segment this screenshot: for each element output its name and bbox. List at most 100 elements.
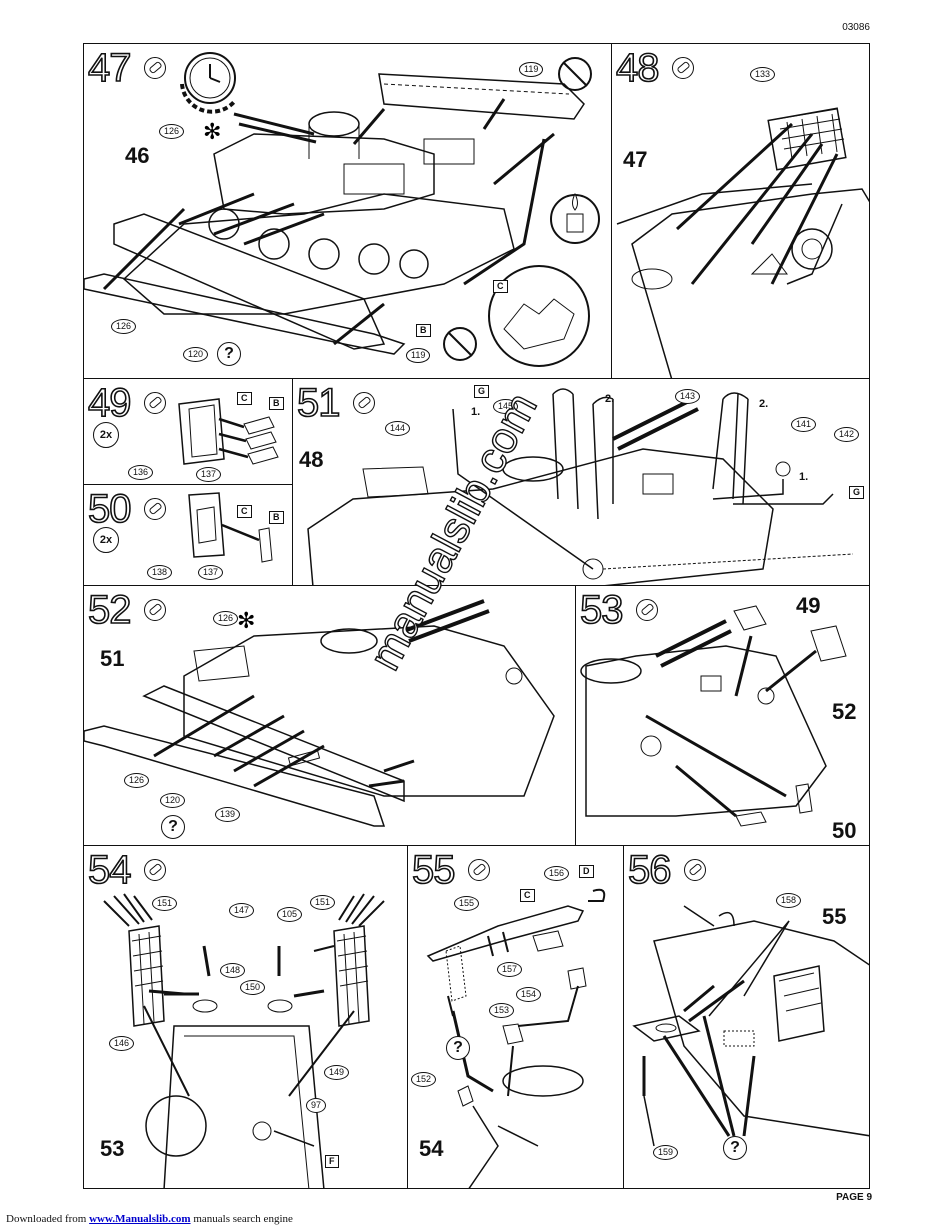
paint-code-tag: C bbox=[520, 889, 535, 902]
reference-number: 53 bbox=[100, 1136, 125, 1161]
part-number: 146 bbox=[109, 1036, 135, 1051]
footer-link[interactable]: www.Manualslib.com bbox=[89, 1213, 191, 1225]
step-number: 50 bbox=[87, 487, 132, 531]
step-49-panel: 49 2x C B 136 137 bbox=[83, 378, 293, 485]
sequence-number: 2. bbox=[605, 393, 615, 405]
step-53-illustration bbox=[580, 605, 847, 827]
step-48-panel: 48 47 133 bbox=[611, 43, 870, 379]
step-51-illustration bbox=[307, 388, 854, 585]
question-icon: ? bbox=[723, 1136, 747, 1160]
footer-prefix: Downloaded from bbox=[6, 1213, 90, 1225]
part-number: 158 bbox=[776, 893, 802, 908]
step-53-panel: 53 49 52 50 bbox=[575, 585, 870, 846]
paint-code-tag: C bbox=[493, 280, 508, 293]
no-glue-icon bbox=[443, 327, 477, 361]
reference-number: 51 bbox=[100, 646, 125, 671]
asterisk-icon: ✻ bbox=[203, 120, 221, 145]
part-number: 137 bbox=[198, 565, 224, 580]
quantity-badge: 2x bbox=[93, 422, 119, 448]
step-number: 54 bbox=[87, 848, 132, 892]
step-number: 48 bbox=[615, 46, 660, 90]
part-number: 97 bbox=[306, 1098, 327, 1113]
part-number: 120 bbox=[160, 793, 186, 808]
step-55-panel: 55 54 156 D C 155 157 154 153 152 ? bbox=[407, 845, 624, 1189]
paint-code-tag: G bbox=[849, 486, 865, 499]
step-50-illustration bbox=[188, 492, 273, 563]
step-56-illustration bbox=[632, 905, 869, 1147]
step-number: 52 bbox=[87, 588, 132, 632]
paint-code-tag: C bbox=[237, 392, 252, 405]
part-number: 156 bbox=[544, 866, 570, 881]
step-54-illustration bbox=[103, 893, 385, 1188]
part-number: 142 bbox=[834, 427, 860, 442]
part-number: 138 bbox=[147, 565, 173, 580]
step-52-illustration: ✻ bbox=[84, 599, 555, 827]
glue-icon bbox=[144, 859, 166, 881]
part-number: 126 bbox=[159, 124, 185, 139]
step-number: 53 bbox=[579, 588, 624, 632]
sequence-number: 1. bbox=[799, 471, 809, 483]
part-number: 159 bbox=[653, 1145, 679, 1160]
page-number: PAGE 9 bbox=[836, 1192, 872, 1203]
part-number: 126 bbox=[213, 611, 239, 626]
part-number: 105 bbox=[277, 907, 303, 922]
footer: Downloaded from www.Manualslib.com manua… bbox=[6, 1213, 293, 1225]
reference-number: 54 bbox=[419, 1136, 444, 1161]
part-number: 145 bbox=[493, 399, 519, 414]
question-icon: ? bbox=[217, 342, 241, 366]
question-icon: ? bbox=[446, 1036, 470, 1060]
asterisk-icon: ✻ bbox=[237, 609, 255, 634]
part-number: 154 bbox=[516, 987, 542, 1002]
quantity-badge: 2x bbox=[93, 527, 119, 553]
step-number: 56 bbox=[627, 848, 672, 892]
paint-code-tag: B bbox=[416, 324, 431, 337]
part-number: 151 bbox=[310, 895, 336, 910]
part-number: 141 bbox=[791, 417, 817, 432]
part-number: 120 bbox=[183, 347, 209, 362]
paint-code-tag: C bbox=[237, 505, 252, 518]
paint-code-tag: B bbox=[269, 397, 284, 410]
part-number: 119 bbox=[406, 348, 431, 363]
part-number: 150 bbox=[240, 980, 266, 995]
reference-number: 55 bbox=[822, 904, 847, 929]
reference-number: 48 bbox=[299, 447, 324, 472]
question-icon: ? bbox=[161, 815, 185, 839]
step-number: 55 bbox=[411, 848, 456, 892]
paint-code-tag: G bbox=[474, 385, 490, 398]
footer-suffix: manuals search engine bbox=[190, 1213, 293, 1225]
paint-code-tag: F bbox=[325, 1155, 339, 1168]
reference-number: 46 bbox=[125, 143, 150, 168]
glue-icon bbox=[672, 57, 694, 79]
paint-code-tag: B bbox=[269, 511, 284, 524]
glue-icon bbox=[353, 392, 375, 414]
part-number: 147 bbox=[229, 903, 255, 918]
part-number: 136 bbox=[128, 465, 154, 480]
clock-icon bbox=[180, 52, 236, 114]
part-number: 149 bbox=[324, 1065, 350, 1080]
step-number: 47 bbox=[87, 46, 132, 90]
part-number: 157 bbox=[497, 962, 523, 977]
part-number: 144 bbox=[385, 421, 411, 436]
step-number: 51 bbox=[296, 381, 341, 425]
reference-number: 47 bbox=[623, 147, 648, 172]
document-code: 03086 bbox=[842, 22, 870, 33]
step-54-panel: 54 53 151 147 105 151 148 150 146 149 97… bbox=[83, 845, 408, 1189]
paint-code-tag: D bbox=[579, 865, 594, 878]
reference-number: 52 bbox=[832, 699, 857, 724]
glue-icon bbox=[468, 859, 490, 881]
step-47-illustration: ✻ bbox=[84, 52, 600, 367]
part-number: 137 bbox=[196, 467, 222, 482]
glue-icon bbox=[144, 57, 166, 79]
sequence-number: 2. bbox=[759, 398, 769, 410]
part-number: 133 bbox=[750, 67, 776, 82]
glue-icon bbox=[144, 392, 166, 414]
part-number: 119 bbox=[519, 62, 544, 77]
part-number: 152 bbox=[411, 1072, 437, 1087]
reference-number: 50 bbox=[832, 818, 857, 843]
step-52-panel: ✻ 52 51 126 126 120 139 ? bbox=[83, 585, 576, 846]
part-number: 143 bbox=[675, 389, 701, 404]
sequence-number: 1. bbox=[471, 406, 481, 418]
candle-icon bbox=[550, 192, 600, 244]
step-50-panel: 50 2x C B 138 137 bbox=[83, 484, 293, 586]
glue-icon bbox=[636, 599, 658, 621]
